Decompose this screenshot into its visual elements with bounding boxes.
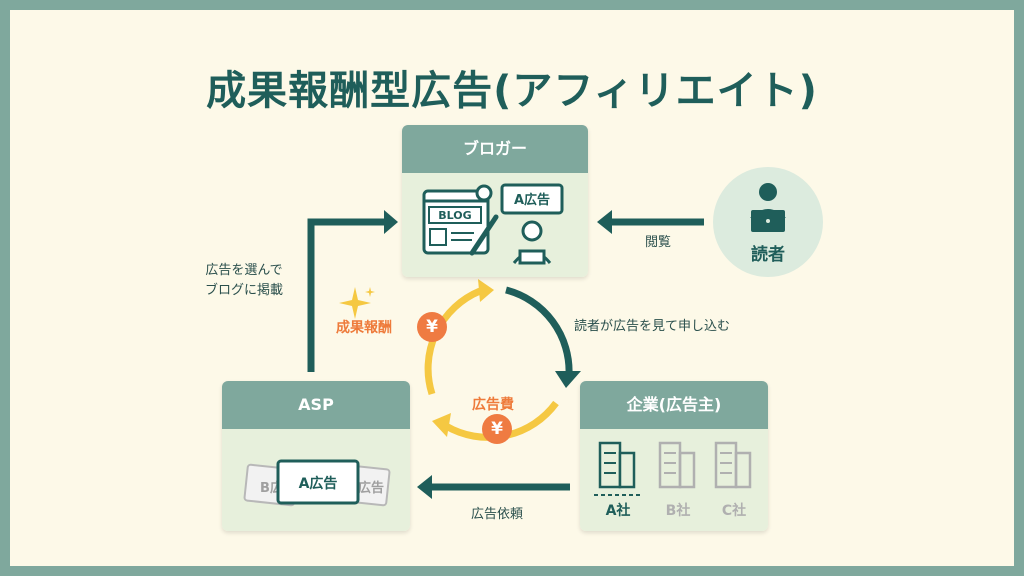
company-b-label: B社 [666, 502, 691, 519]
blog-logo: BLOG [438, 209, 471, 222]
label-reward: 成果報酬 [336, 320, 392, 336]
label-request: 広告依頼 [470, 507, 523, 522]
browser-icon [422, 189, 490, 255]
label-select-line2: ブログに掲載 [204, 283, 283, 298]
company-card: 企業(広告主) [580, 381, 768, 531]
label-select-line1: 広告を選んで [205, 263, 283, 278]
blogger-body: BLOG A広告 [402, 173, 588, 277]
company-a-label: A社 [606, 502, 631, 519]
canvas [10, 10, 1014, 566]
page-title: 成果報酬型広告(アフィリエイト) [206, 68, 818, 114]
label-fee: 広告費 [472, 397, 514, 413]
building-c-icon [714, 441, 752, 489]
arrowhead-company-to-asp [417, 475, 432, 499]
building-b-icon [658, 441, 696, 489]
ad-cards-illustration: B広 広告 A広告 [243, 459, 391, 507]
arrow-asp-to-blogger [307, 218, 384, 372]
ad-card-a [276, 459, 360, 505]
gear-icon [475, 184, 493, 202]
company-header: 企業(広告主) [580, 381, 768, 429]
blogger-header: ブロガー [402, 125, 588, 173]
pen-icon [469, 214, 499, 256]
blog-illustration: BLOG A広告 [422, 183, 564, 265]
buildings-illustration: A社 B社 C社 [594, 441, 752, 519]
asp-card: ASP B広 広告 A広告 [222, 381, 410, 531]
arrowhead-curve-fee [432, 413, 451, 437]
blogger-card: ブロガー BLOG A広告 [402, 125, 588, 277]
yen-icon-fee: ¥ [482, 414, 512, 444]
sparkle-small-icon [365, 287, 375, 297]
arrowhead-curve-reward [478, 279, 494, 302]
ad-card-c-label: 広告 [358, 480, 384, 496]
asp-body: B広 広告 A広告 [222, 429, 410, 531]
ad-tag-label: A広告 [514, 192, 550, 208]
company-c-label: C社 [722, 502, 746, 519]
person-at-laptop-icon [512, 220, 552, 265]
asp-header: ASP [222, 381, 410, 429]
label-browse: 閲覧 [644, 235, 671, 250]
building-a-icon [598, 441, 636, 489]
company-body: A社 B社 C社 [580, 429, 768, 531]
reader-icon [750, 183, 786, 232]
yen-icon-reward: ¥ [417, 312, 447, 342]
ad-card-a-label: A広告 [299, 475, 338, 492]
sparkle-icon [339, 287, 371, 319]
arrowhead-asp-to-blogger [384, 210, 398, 234]
arrow-curve-apply [505, 286, 573, 376]
arrowhead-reader-to-blogger [597, 210, 612, 234]
arrowhead-curve-apply [555, 371, 581, 388]
reader-label: 読者 [751, 244, 785, 265]
ad-tag-box [500, 183, 564, 215]
label-apply: 読者が広告を見て申し込む [574, 319, 731, 334]
